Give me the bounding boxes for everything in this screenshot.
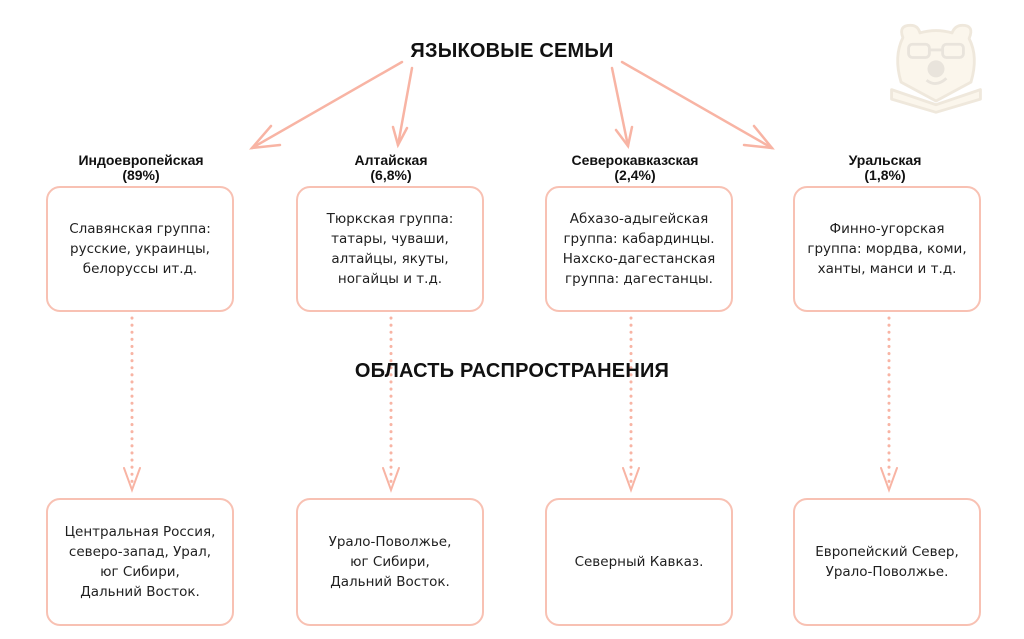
family-label-uralic: Уральская (1,8%) [785, 153, 985, 183]
arrow-head-altai [391, 125, 409, 149]
area-text: Урало-Поволжье, юг Сибири, Дальний Восто… [328, 534, 452, 590]
groups-box-north-caucasian: Абхазо-адыгейская группа: кабардинцы. На… [545, 186, 733, 312]
family-share: (2,4%) [614, 167, 656, 183]
groups-text: Абхазо-адыгейская группа: кабардинцы. На… [562, 211, 716, 287]
area-text: Европейский Север, Урало-Поволжье. [815, 544, 959, 580]
groups-box-uralic: Финно-угорская группа: мордва, коми, хан… [793, 186, 981, 312]
distribution-title: ОБЛАСТЬ РАСПРОСТРАНЕНИЯ [354, 360, 670, 382]
family-label-indo-european: Индоевропейская (89%) [41, 153, 241, 183]
arrow-to-caucasus [610, 66, 630, 148]
family-share: (6,8%) [370, 167, 412, 183]
down-arrow-head-indo [123, 467, 141, 493]
main-title: ЯЗЫКОВЫЕ СЕМЬИ [410, 40, 614, 62]
groups-text: Тюркская группа: татары, чуваши, алтайцы… [326, 211, 454, 287]
down-arrow-head-ural [880, 467, 898, 493]
family-name: Алтайская [354, 152, 428, 168]
family-label-altaic: Алтайская (6,8%) [291, 153, 491, 183]
family-label-north-caucasian: Северокавказская (2,4%) [535, 153, 735, 183]
arrow-head-indo [248, 124, 282, 150]
area-text: Центральная Россия, северо-запад, Урал, … [64, 524, 216, 600]
area-text: Северный Кавказ. [574, 554, 704, 570]
family-share: (1,8%) [864, 167, 906, 183]
arrow-head-ural [742, 124, 775, 150]
groups-box-indo-european: Славянская группа: русские, украинцы, бе… [46, 186, 234, 312]
arrow-to-altai [396, 66, 414, 147]
down-arrow-head-caucasus [622, 467, 640, 493]
family-name: Северокавказская [571, 152, 699, 168]
groups-box-altaic: Тюркская группа: татары, чуваши, алтайцы… [296, 186, 484, 312]
bear-with-glasses-book-icon [890, 23, 982, 114]
area-box-altaic: Урало-Поволжье, юг Сибири, Дальний Восто… [296, 498, 484, 626]
down-arrow-head-altai [382, 467, 400, 493]
family-name: Индоевропейская [78, 152, 204, 168]
arrow-head-caucasus [614, 125, 634, 149]
area-box-north-caucasian: Северный Кавказ. [545, 498, 733, 626]
family-name: Уральская [848, 152, 922, 168]
area-box-indo-european: Центральная Россия, северо-запад, Урал, … [46, 498, 234, 626]
area-box-uralic: Европейский Север, Урало-Поволжье. [793, 498, 981, 626]
groups-text: Финно-угорская группа: мордва, коми, хан… [807, 221, 967, 277]
groups-text: Славянская группа: русские, украинцы, бе… [69, 221, 211, 277]
family-share: (89%) [122, 167, 160, 183]
arrow-to-indo [250, 60, 404, 150]
arrow-to-ural [620, 60, 774, 150]
